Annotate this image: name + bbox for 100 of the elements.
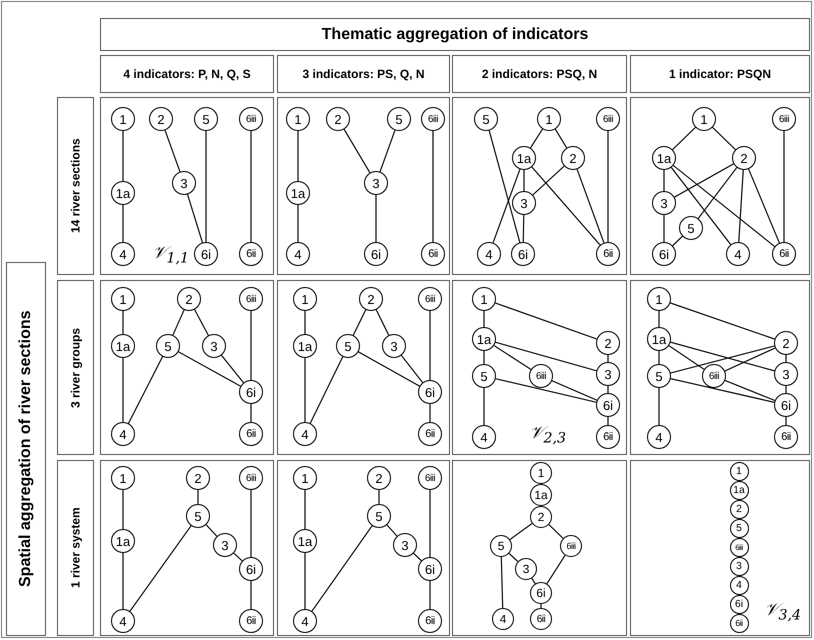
connector-line	[483, 311, 485, 327]
node-circle: 6iii	[418, 287, 442, 311]
node-circle: 5	[367, 504, 391, 528]
node-circle: 4	[286, 242, 310, 266]
connector-line	[495, 342, 597, 372]
connector-line	[178, 351, 241, 387]
connector-line	[495, 302, 597, 340]
node-circle: 6iii	[529, 364, 553, 388]
connector-line	[358, 351, 420, 387]
node-circle: 1a	[111, 334, 135, 358]
node-circle: 6i	[652, 242, 676, 266]
node-circle: 4	[111, 242, 135, 266]
node-circle: 6ii	[239, 422, 263, 446]
node-circle: 6ii	[774, 425, 798, 449]
connector-line	[304, 358, 306, 422]
node-circle: 6ii	[530, 608, 552, 630]
node-circle: 2	[149, 107, 173, 131]
node-circle: 6ii	[772, 242, 796, 266]
node-circle: 4	[647, 425, 671, 449]
node-circle: 6ii	[418, 422, 442, 446]
node-circle: 6i	[418, 557, 442, 581]
column-header: 2 indicators: PSQ, N	[452, 55, 627, 93]
connector-line	[522, 215, 524, 242]
node-circle: 6ii	[421, 242, 445, 266]
node-circle: 5	[336, 334, 360, 358]
node-circle: 2	[596, 331, 620, 355]
connector-line	[488, 130, 520, 243]
connector-line	[386, 524, 398, 536]
column-header: 1 indicator: PSQN	[630, 55, 810, 93]
node-circle: 5	[194, 107, 218, 131]
connector-line	[250, 581, 252, 609]
connector-line	[483, 351, 485, 364]
node-circle: 3	[774, 362, 798, 386]
node-circle: 1	[730, 462, 748, 480]
node-circle: 4	[472, 425, 496, 449]
node-circle: 2	[359, 287, 383, 311]
connector-line	[429, 404, 431, 422]
node-circle: 6ii	[596, 425, 620, 449]
row-header: 1 river system	[57, 460, 94, 636]
connector-line	[378, 490, 380, 504]
connector-line	[205, 131, 207, 242]
connector-line	[250, 490, 252, 557]
node-circle: 6i	[194, 242, 218, 266]
connector-line	[554, 128, 568, 148]
connector-line	[206, 524, 218, 537]
connector-line	[532, 166, 565, 196]
node-circle: 6ii	[730, 614, 748, 632]
connector-line	[172, 310, 185, 336]
node-circle: 6iii	[421, 107, 445, 131]
node-circle: 2	[730, 500, 748, 518]
node-circle: 5	[490, 535, 512, 557]
node-circle: 2	[367, 466, 391, 490]
node-circle: 1	[111, 107, 135, 131]
row-header: 3 river groups	[57, 280, 94, 455]
node-circle: 4	[111, 422, 135, 446]
node-circle: 3	[652, 191, 676, 215]
connector-line	[523, 170, 525, 191]
panel-frame	[100, 460, 274, 636]
node-circle: 4	[492, 608, 514, 630]
panel-frame	[630, 460, 810, 636]
node-circle: 2	[177, 287, 201, 311]
connector-line	[352, 310, 366, 336]
node-circle: 1	[293, 287, 317, 311]
panel-frame	[630, 280, 810, 455]
connector-line	[672, 126, 696, 150]
connector-line	[607, 417, 609, 425]
node-circle: 6i	[364, 242, 388, 266]
connector-line	[429, 581, 431, 609]
node-circle: 3	[382, 334, 406, 358]
connector-line	[724, 348, 776, 372]
connector-line	[304, 490, 306, 529]
node-circle: 2	[530, 506, 552, 528]
connector-line	[297, 131, 299, 181]
connector-line	[122, 553, 124, 609]
connector-line	[548, 524, 564, 539]
node-circle: 2	[774, 331, 798, 355]
connector-line	[122, 358, 124, 422]
connector-line	[380, 130, 396, 172]
connector-line	[344, 129, 370, 173]
node-circle: 6iii	[418, 466, 442, 490]
node-circle: 1	[111, 287, 135, 311]
connector-line	[607, 355, 609, 362]
math-label: 𝒱$_{2,3}$	[530, 422, 566, 446]
node-circle: 6i	[511, 242, 535, 266]
connector-line	[122, 131, 124, 181]
heading-box: Spatial aggregation of river sections	[6, 262, 46, 636]
node-circle: 1	[530, 462, 552, 484]
connector-line	[375, 195, 377, 242]
connector-line	[663, 170, 665, 191]
node-circle: 5	[647, 364, 671, 388]
node-circle: 3	[730, 556, 748, 576]
node-circle: 1	[111, 466, 135, 490]
node-circle: 1a	[730, 480, 748, 500]
node-circle: 3	[393, 533, 417, 557]
connector-line	[233, 552, 243, 562]
node-circle: 5	[474, 107, 498, 131]
node-circle: 6i	[774, 393, 798, 417]
connector-line	[122, 490, 124, 529]
node-circle: 6i	[239, 557, 263, 581]
node-circle: 1a	[530, 484, 552, 506]
